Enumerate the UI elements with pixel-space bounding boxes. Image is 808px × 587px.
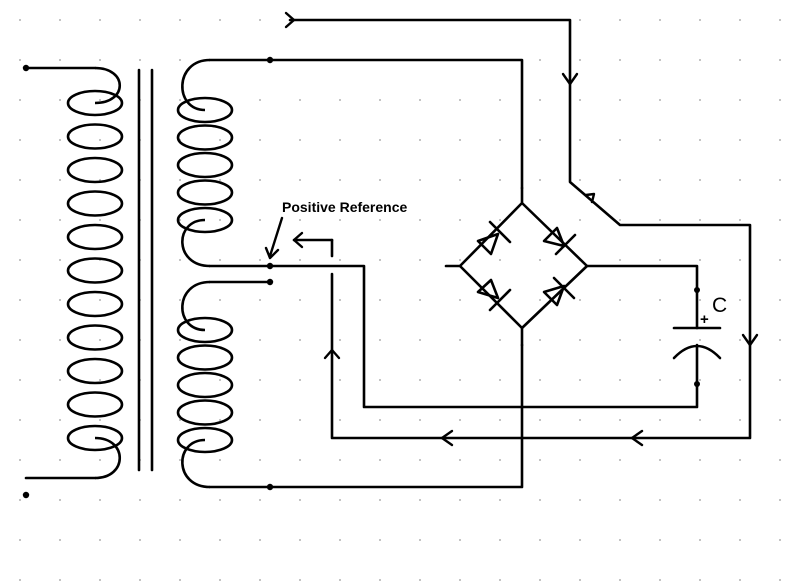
- arrow-left-icon: [440, 429, 454, 447]
- diode-upper-right: [542, 226, 577, 256]
- arrow-down-icon: [561, 72, 579, 86]
- capacitor-label: C: [712, 294, 727, 317]
- transformer-primary-winding: [24, 66, 124, 480]
- capacitor-polarity-mark: +: [700, 311, 709, 328]
- transformer-core: [137, 68, 154, 472]
- capacitor-terminal-bottom: [694, 381, 700, 387]
- junction-dots: [266, 56, 274, 491]
- arrow-left-icon: [630, 429, 644, 447]
- current-flow-path: [288, 18, 752, 440]
- diode-lower-left: [476, 278, 512, 312]
- bridge-rectifier: [458, 186, 589, 347]
- capacitor: [672, 287, 722, 387]
- transformer-secondary-upper-winding: [176, 58, 272, 268]
- positive-reference-label: Positive Reference: [282, 199, 407, 215]
- current-direction-arrows: [264, 11, 759, 447]
- arrow-down-icon: [741, 333, 759, 347]
- arrow-up-icon: [323, 348, 341, 360]
- pointer-arrow-icon: [264, 246, 280, 260]
- background-dot-grid: [19, 19, 781, 581]
- arrow-diagonal-icon: [584, 192, 596, 204]
- capacitor-terminal-top: [694, 287, 700, 293]
- diode-upper-left: [476, 220, 512, 256]
- circuit-wiring: [208, 58, 699, 489]
- primary-terminal-top: [22, 64, 30, 72]
- arrow-left-icon: [292, 231, 304, 249]
- primary-terminal-bottom: [22, 491, 30, 499]
- transformer-secondary-lower-winding: [176, 280, 272, 489]
- arrow-right-icon: [284, 11, 296, 29]
- diode-lower-right: [542, 276, 576, 307]
